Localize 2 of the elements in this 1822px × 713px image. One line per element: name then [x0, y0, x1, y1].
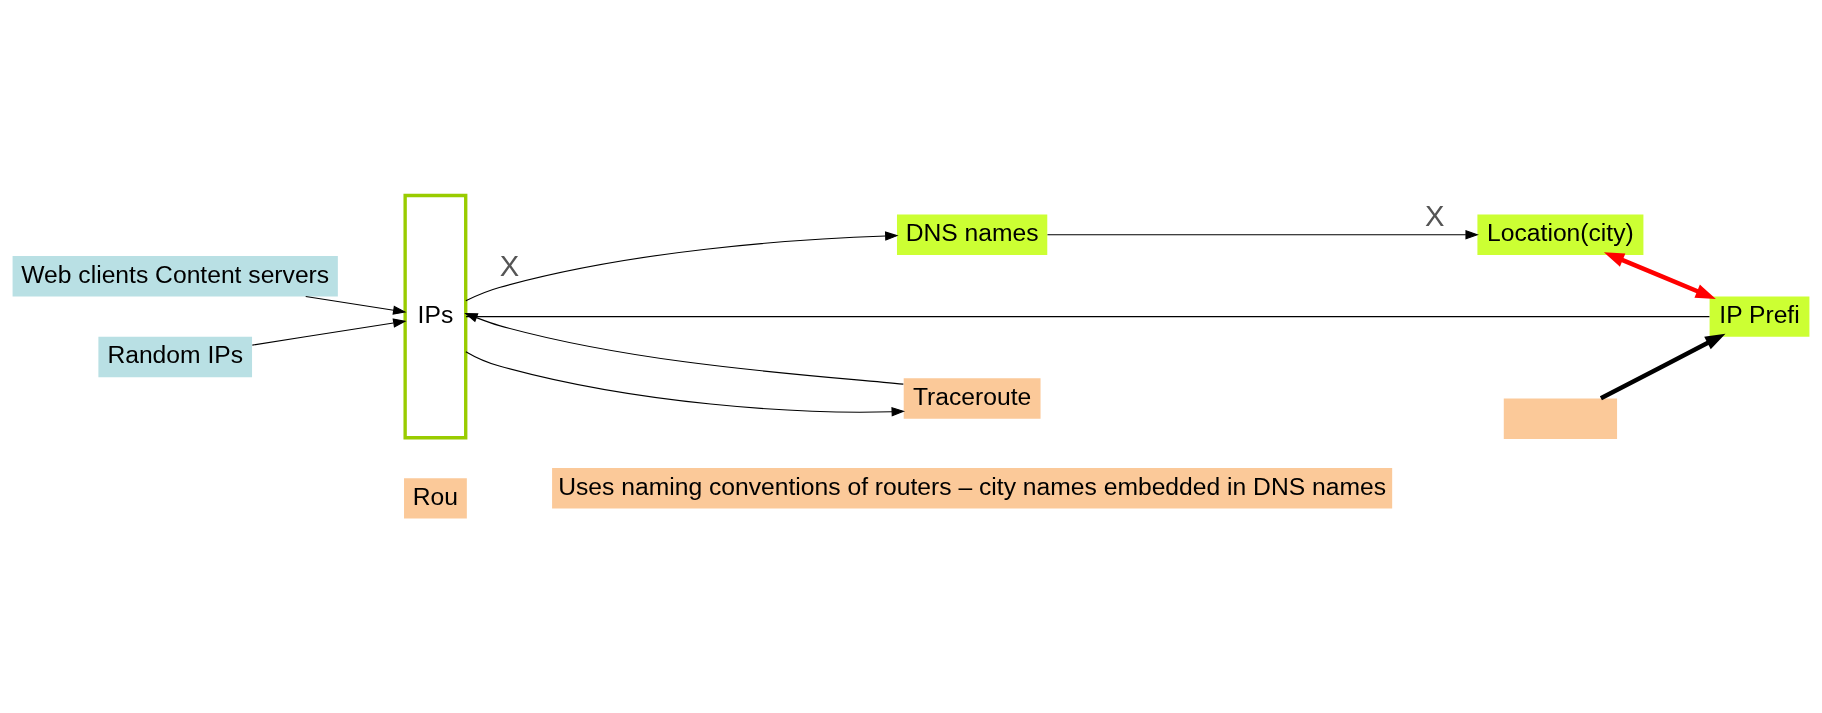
edge-label: X [499, 249, 520, 282]
edge-label: X [1425, 199, 1445, 232]
